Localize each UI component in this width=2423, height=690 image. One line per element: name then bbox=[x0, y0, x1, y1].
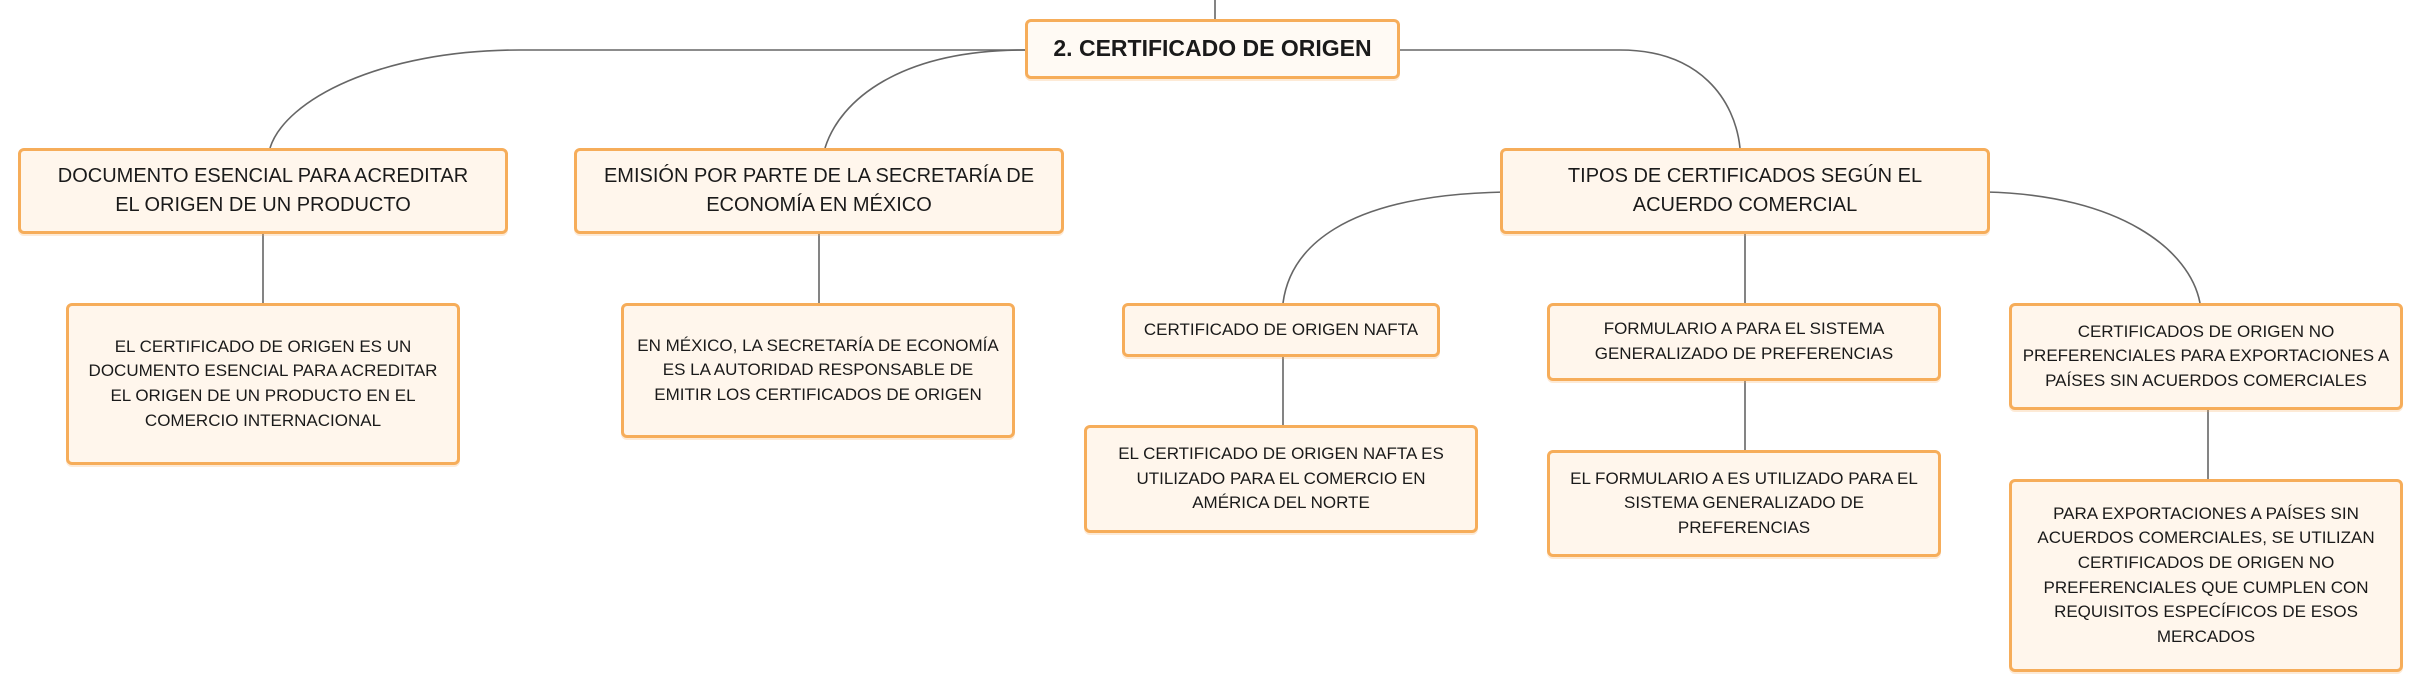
detail-node-secretaria-economia[interactable]: EN MÉXICO, LA SECRETARÍA DE ECONOMÍA ES … bbox=[621, 303, 1015, 438]
connector-root-branch-3 bbox=[1400, 49, 1741, 149]
type-node-nafta[interactable]: CERTIFICADO DE ORIGEN NAFTA bbox=[1122, 303, 1440, 357]
type-node-formulario-a[interactable]: FORMULARIO A PARA EL SISTEMA GENERALIZAD… bbox=[1547, 303, 1941, 381]
detail-node-formulario-a[interactable]: EL FORMULARIO A ES UTILIZADO PARA EL SIS… bbox=[1547, 450, 1941, 557]
connector-branch-3-no-preferenciales bbox=[1985, 191, 2201, 304]
branch-node-tipos-certificados[interactable]: TIPOS DE CERTIFICADOS SEGÚN EL ACUERDO C… bbox=[1500, 148, 1990, 234]
connector-root-branch-2 bbox=[824, 49, 1026, 149]
branch-node-emision-secretaria[interactable]: EMISIÓN POR PARTE DE LA SECRETARÍA DE EC… bbox=[574, 148, 1064, 234]
type-node-no-preferenciales[interactable]: CERTIFICADOS DE ORIGEN NO PREFERENCIALES… bbox=[2009, 303, 2403, 410]
detail-node-no-preferenciales[interactable]: PARA EXPORTACIONES A PAÍSES SIN ACUERDOS… bbox=[2009, 479, 2403, 672]
connector-branch-3-nafta bbox=[1282, 191, 1506, 304]
connector-root-branch-1 bbox=[269, 49, 1025, 149]
root-node[interactable]: 2. CERTIFICADO DE ORIGEN bbox=[1025, 19, 1400, 79]
branch-node-documento-esencial[interactable]: DOCUMENTO ESENCIAL PARA ACREDITAR EL ORI… bbox=[18, 148, 508, 234]
detail-node-documento-esencial[interactable]: EL CERTIFICADO DE ORIGEN ES UN DOCUMENTO… bbox=[66, 303, 460, 465]
detail-node-nafta[interactable]: EL CERTIFICADO DE ORIGEN NAFTA ES UTILIZ… bbox=[1084, 425, 1478, 533]
